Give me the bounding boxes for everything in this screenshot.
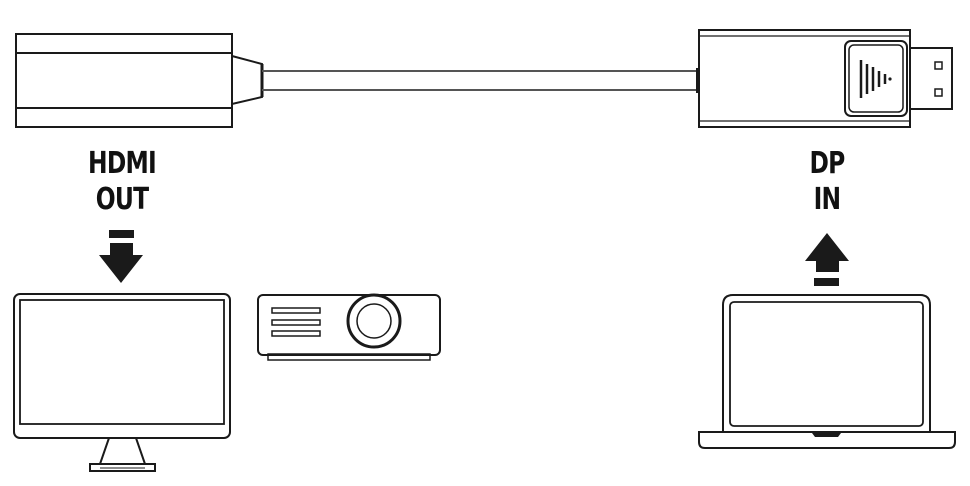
hdmi-label-line2: OUT bbox=[95, 182, 149, 217]
dp-label-line1: DP bbox=[809, 146, 845, 181]
laptop-icon bbox=[698, 294, 956, 449]
projector-icon bbox=[257, 293, 441, 361]
down-arrow-icon bbox=[99, 230, 143, 283]
displayport-connector-icon bbox=[696, 29, 953, 128]
up-arrow-icon bbox=[805, 233, 849, 286]
dp-label-line2: IN bbox=[813, 182, 842, 217]
hdmi-connector-icon bbox=[15, 33, 264, 128]
cable-icon bbox=[262, 70, 698, 91]
hdmi-out-label: HDMI OUT bbox=[75, 146, 169, 218]
monitor-icon bbox=[13, 293, 231, 472]
dp-in-label: DP IN bbox=[780, 146, 874, 218]
hdmi-label-line1: HDMI bbox=[88, 146, 157, 181]
